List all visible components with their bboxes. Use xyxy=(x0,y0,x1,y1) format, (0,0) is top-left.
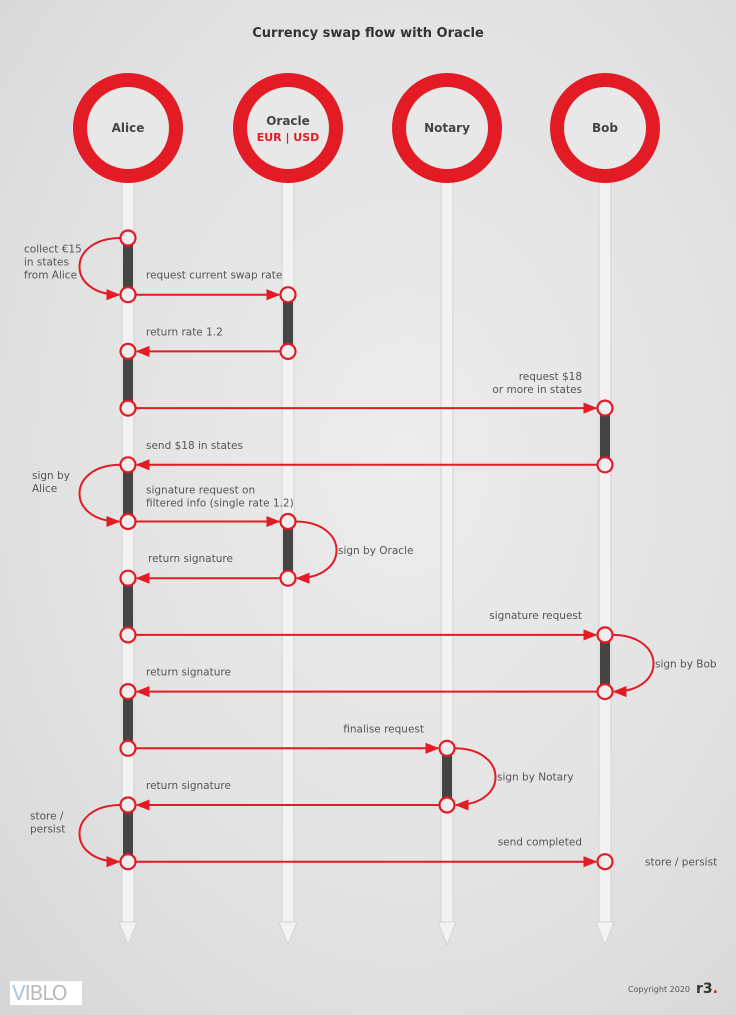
message-node xyxy=(596,682,614,701)
message-node xyxy=(119,399,137,417)
activation-bar xyxy=(600,408,610,465)
lifeline-arrow-icon xyxy=(595,921,615,947)
message-label: return signature xyxy=(148,553,233,565)
actor-circle-alice xyxy=(73,73,183,183)
actor-name: Oracle xyxy=(266,114,310,128)
self-message-arrow xyxy=(78,804,122,868)
note-label: store / persist xyxy=(645,857,717,869)
message-node xyxy=(119,739,137,757)
message-node xyxy=(119,342,137,360)
message-label: return rate 1.2 xyxy=(146,326,223,338)
activation-bar xyxy=(123,351,133,409)
message-label: send $18 in states xyxy=(146,440,243,452)
actor-subtitle: EUR | USD xyxy=(257,131,320,144)
self-message-label: sign by Notary xyxy=(497,772,574,784)
message-node xyxy=(119,569,137,587)
viblo-logo: VIBLO xyxy=(10,981,82,1005)
message-node xyxy=(119,229,137,247)
lifeline-arrow-icon xyxy=(278,921,298,947)
self-message-arrow xyxy=(611,633,655,698)
self-message-label: sign by Oracle xyxy=(338,545,413,557)
r3-logo: r3. xyxy=(696,981,718,997)
lifeline-arrow-icon xyxy=(437,921,457,947)
message-node xyxy=(119,682,137,701)
diagram-title: Currency swap flow with Oracle xyxy=(252,26,484,41)
message-node xyxy=(119,626,137,644)
activation-bar xyxy=(123,578,133,635)
activation-bar xyxy=(442,748,452,805)
message-label: signature request xyxy=(489,610,582,622)
message-label: request current swap rate xyxy=(146,270,282,282)
message-node xyxy=(119,456,137,474)
actor-name: Alice xyxy=(112,121,145,135)
activation-bar xyxy=(600,634,610,692)
self-message-arrow xyxy=(78,463,122,528)
activation-bar xyxy=(283,521,293,579)
message-node xyxy=(596,853,614,871)
self-message-arrow xyxy=(453,747,497,811)
actor-circle-oracle xyxy=(233,73,343,183)
activation-bar xyxy=(123,805,133,862)
self-message-label: sign by Bob xyxy=(655,658,717,670)
message-node xyxy=(438,739,456,757)
message-node xyxy=(279,286,297,304)
message-node xyxy=(596,626,614,644)
message-node xyxy=(596,399,614,417)
message-node xyxy=(438,796,456,814)
actor-name: Notary xyxy=(424,121,470,135)
message-node xyxy=(119,796,137,814)
lifeline-arrow-icon xyxy=(118,921,138,947)
self-message-arrow xyxy=(294,520,338,584)
message-label: finalise request xyxy=(343,723,424,735)
self-message-label: store /persist xyxy=(30,810,65,835)
message-label: return signature xyxy=(146,667,231,679)
actor-circle-notary xyxy=(392,73,502,183)
self-message-arrow xyxy=(78,237,122,301)
copyright-text: Copyright 2020 xyxy=(628,985,690,994)
activation-bar xyxy=(123,464,133,522)
actor-name: Bob xyxy=(592,121,618,135)
message-node xyxy=(119,286,137,304)
message-node xyxy=(279,342,297,360)
message-node xyxy=(279,569,297,587)
lifeline-bob xyxy=(598,179,612,926)
activation-bar xyxy=(123,691,133,749)
message-node xyxy=(596,456,614,474)
message-node xyxy=(279,512,297,531)
message-node xyxy=(119,853,137,871)
message-label: send completed xyxy=(498,837,582,849)
message-label: return signature xyxy=(146,780,231,792)
actor-circle-bob xyxy=(550,73,660,183)
message-node xyxy=(119,512,137,531)
activation-bar xyxy=(123,238,133,295)
activation-bar xyxy=(283,294,293,352)
